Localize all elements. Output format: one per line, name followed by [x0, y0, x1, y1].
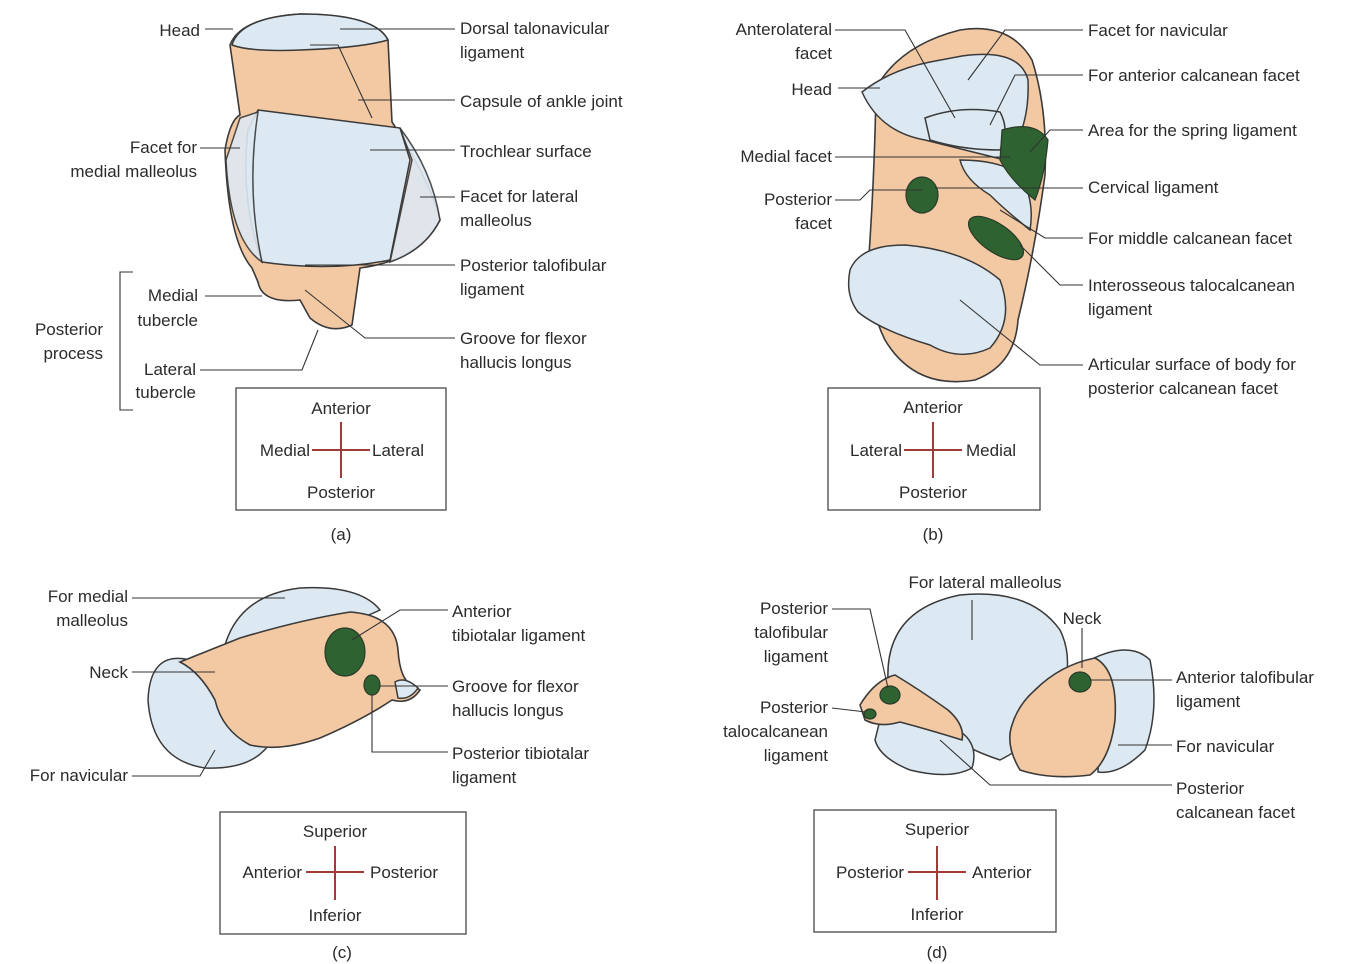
caption-c: (c): [332, 943, 352, 962]
label-posterior-process-2: process: [43, 344, 103, 363]
cervical-ligament-mark: [906, 177, 938, 213]
orient-a-right: Lateral: [372, 441, 424, 460]
label-facet-navicular: Facet for navicular: [1088, 21, 1228, 40]
label-groove-2: hallucis longus: [460, 353, 572, 372]
orient-c-right: Posterior: [370, 863, 438, 882]
orientation-box-d: Superior Posterior Anterior Inferior: [814, 810, 1056, 932]
label-medial-tubercle-1: Medial: [148, 286, 198, 305]
label-lateral-malleolus-d: For lateral malleolus: [908, 573, 1061, 592]
caption-b: (b): [923, 525, 944, 544]
panel-c: For medial malleolus Neck For navicular …: [30, 587, 590, 962]
orient-c-top: Superior: [303, 822, 368, 841]
label-post-tibiotalar-2: ligament: [452, 768, 517, 787]
caption-a: (a): [331, 525, 352, 544]
label-post-talocalcanean-2: talocalcanean: [723, 722, 828, 741]
orientation-box-b: Anterior Lateral Medial Posterior: [828, 388, 1040, 510]
label-head-b: Head: [791, 80, 832, 99]
label-navicular-c: For navicular: [30, 766, 129, 785]
caption-d: (d): [927, 943, 948, 962]
label-interosseous-2: ligament: [1088, 300, 1153, 319]
orientation-box-c: Superior Anterior Posterior Inferior: [220, 812, 466, 934]
label-post-calcanean-2: calcanean facet: [1176, 803, 1295, 822]
label-anterior-calcanean: For anterior calcanean facet: [1088, 66, 1300, 85]
label-lateral-tubercle-2: tubercle: [136, 383, 196, 402]
post-talocalcanean-mark: [864, 709, 876, 719]
orient-b-left: Lateral: [850, 441, 902, 460]
label-articular-1: Articular surface of body for: [1088, 355, 1296, 374]
label-facet-medial-1: Facet for: [130, 138, 197, 157]
orient-c-bottom: Inferior: [309, 906, 362, 925]
label-articular-2: posterior calcanean facet: [1088, 379, 1278, 398]
label-groove-c-1: Groove for flexor: [452, 677, 579, 696]
label-medial-malleolus-c-2: malleolus: [56, 611, 128, 630]
label-post-tibiotalar-1: Posterior tibiotalar: [452, 744, 589, 763]
label-medial-tubercle-2: tubercle: [138, 311, 198, 330]
groove-fhl-mark: [364, 675, 380, 695]
label-posterior-facet-1: Posterior: [764, 190, 832, 209]
orient-d-bottom: Inferior: [911, 905, 964, 924]
label-dorsal-talonavicular-1: Dorsal talonavicular: [460, 19, 610, 38]
label-post-talocalcanean-1: Posterior: [760, 698, 828, 717]
label-medial-facet: Medial facet: [740, 147, 832, 166]
orient-d-top: Superior: [905, 820, 970, 839]
label-trochlear: Trochlear surface: [460, 142, 592, 161]
label-navicular-d: For navicular: [1176, 737, 1275, 756]
label-spring-ligament: Area for the spring ligament: [1088, 121, 1297, 140]
label-interosseous-1: Interosseous talocalcanean: [1088, 276, 1295, 295]
panel-d: For lateral malleolus Posterior talofibu…: [723, 573, 1314, 962]
label-ant-tibiotalar-1: Anterior: [452, 602, 512, 621]
label-neck-d: Neck: [1063, 609, 1102, 628]
label-facet-lateral-1: Facet for lateral: [460, 187, 578, 206]
label-middle-calcanean: For middle calcanean facet: [1088, 229, 1292, 248]
orient-a-left: Medial: [260, 441, 310, 460]
ant-talofibular-mark: [1069, 672, 1091, 692]
label-posterior-process-1: Posterior: [35, 320, 103, 339]
label-post-talofibular-2: ligament: [460, 280, 525, 299]
label-dorsal-talonavicular-2: ligament: [460, 43, 525, 62]
label-lateral-tubercle-1: Lateral: [144, 360, 196, 379]
label-posterior-facet-2: facet: [795, 214, 832, 233]
orient-b-bottom: Posterior: [899, 483, 967, 502]
orient-d-right: Anterior: [972, 863, 1032, 882]
label-post-talofibular-d-1: Posterior: [760, 599, 828, 618]
label-post-talofibular-d-2: talofibular: [754, 623, 828, 642]
label-capsule: Capsule of ankle joint: [460, 92, 623, 111]
label-post-calcanean-1: Posterior: [1176, 779, 1244, 798]
trochlear-surface: [246, 110, 410, 267]
orient-a-top: Anterior: [311, 399, 371, 418]
label-medial-malleolus-c-1: For medial: [48, 587, 128, 606]
orient-b-top: Anterior: [903, 398, 963, 417]
label-ant-talofibular-1: Anterior talofibular: [1176, 668, 1314, 687]
panel-a: Head Dorsal talonavicular ligament Capsu…: [35, 14, 623, 544]
orient-c-left: Anterior: [242, 863, 302, 882]
label-groove-c-2: hallucis longus: [452, 701, 564, 720]
label-ant-tibiotalar-2: tibiotalar ligament: [452, 626, 586, 645]
panel-b: Anterolateral facet Head Medial facet Po…: [736, 20, 1300, 544]
orient-a-bottom: Posterior: [307, 483, 375, 502]
label-post-talocalcanean-3: ligament: [764, 746, 829, 765]
label-groove-1: Groove for flexor: [460, 329, 587, 348]
label-ant-talofibular-2: ligament: [1176, 692, 1241, 711]
label-post-talofibular-1: Posterior talofibular: [460, 256, 607, 275]
label-head: Head: [159, 21, 200, 40]
label-anterolateral-2: facet: [795, 44, 832, 63]
orient-b-right: Medial: [966, 441, 1016, 460]
label-cervical-ligament: Cervical ligament: [1088, 178, 1219, 197]
label-anterolateral-1: Anterolateral: [736, 20, 832, 39]
label-neck-c: Neck: [89, 663, 128, 682]
label-facet-lateral-2: malleolus: [460, 211, 532, 230]
orient-d-left: Posterior: [836, 863, 904, 882]
label-post-talofibular-d-3: ligament: [764, 647, 829, 666]
orientation-box-a: Anterior Medial Lateral Posterior: [236, 388, 446, 510]
label-facet-medial-2: medial malleolus: [70, 162, 197, 181]
post-talofibular-mark: [880, 686, 900, 704]
